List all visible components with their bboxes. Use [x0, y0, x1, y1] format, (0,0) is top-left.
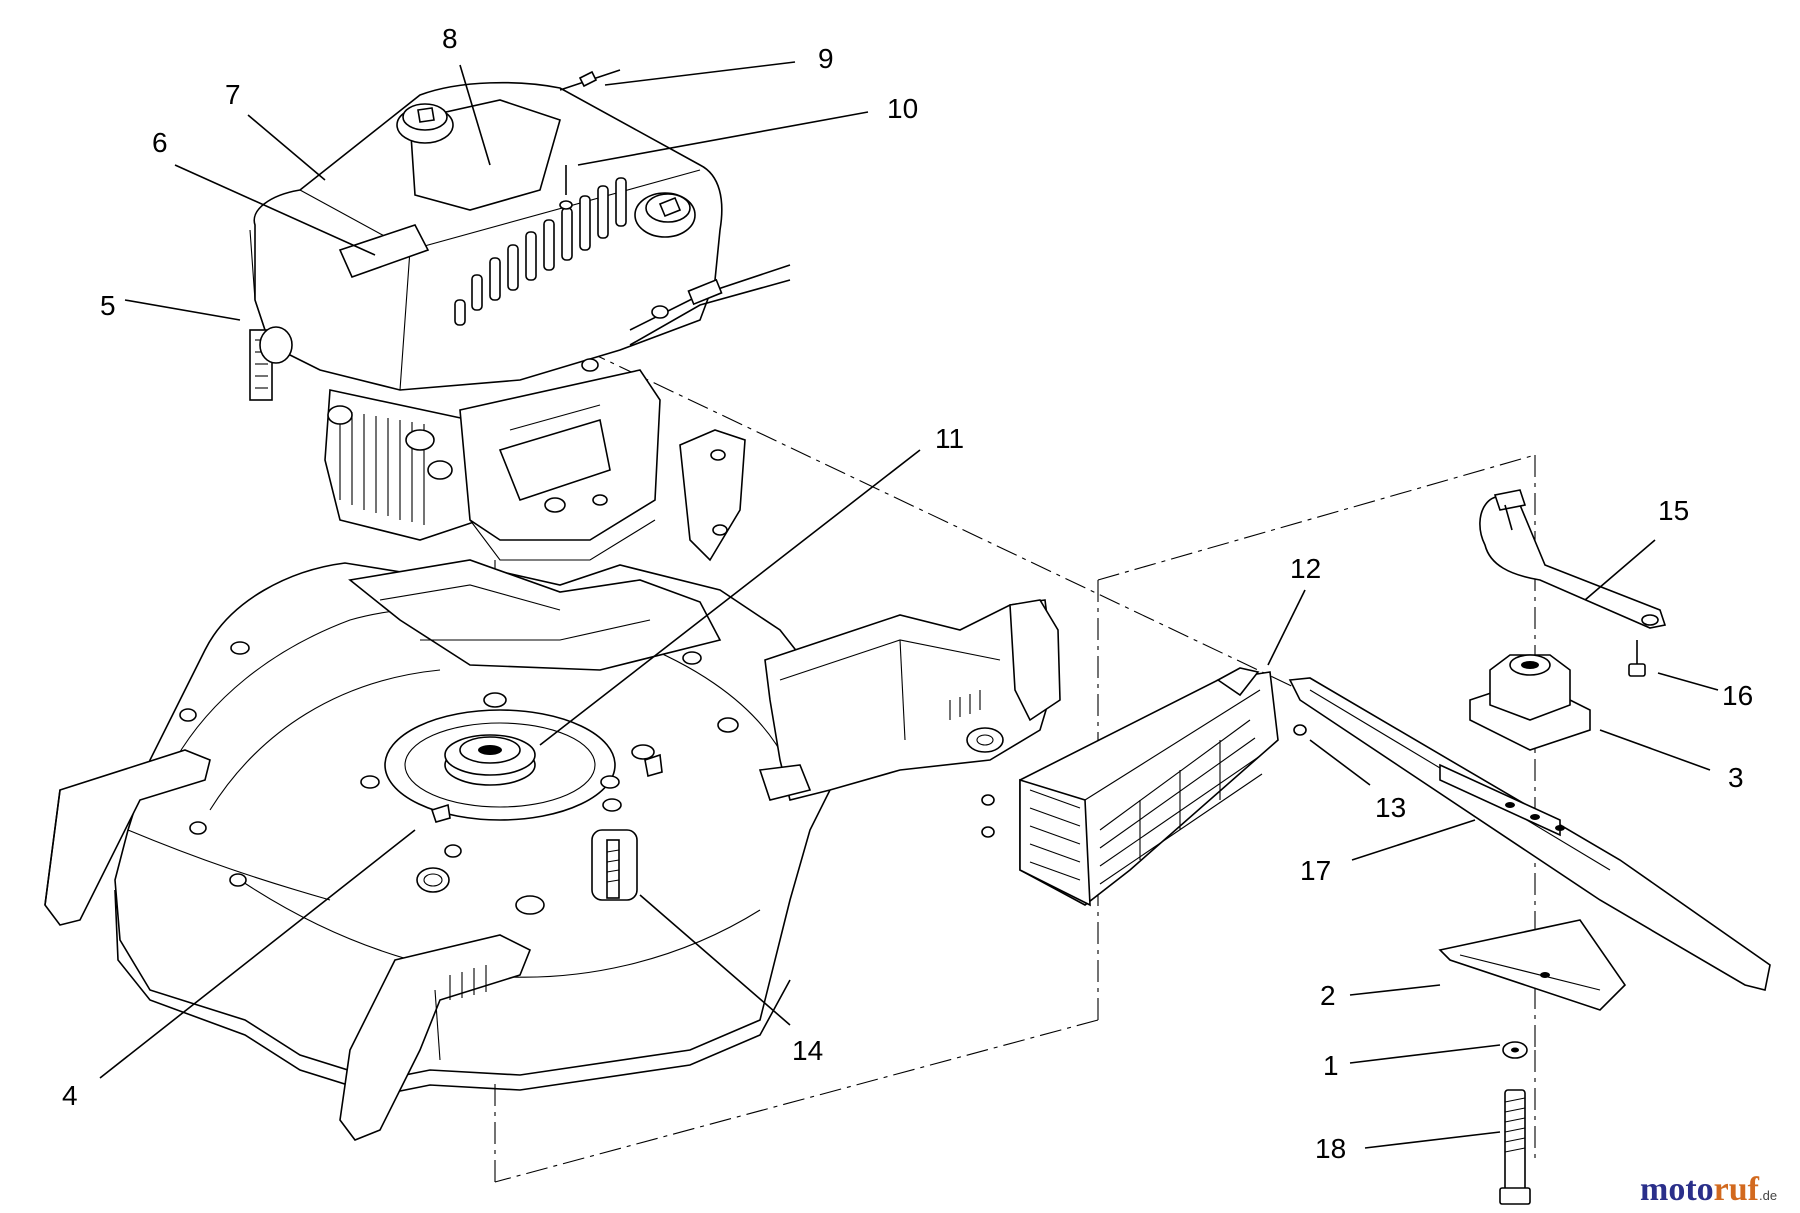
leader-3 — [1599, 729, 1711, 771]
leader-14 — [639, 894, 791, 1026]
leader-9 — [604, 61, 796, 86]
leader-4 — [99, 829, 416, 1079]
leader-2 — [1349, 984, 1441, 996]
callout-8: 8 — [442, 23, 458, 54]
mower-deck — [44, 559, 1061, 1141]
leader-10 — [577, 111, 869, 166]
leader-13 — [1309, 739, 1371, 786]
callout-10: 10 — [887, 93, 918, 124]
leader-5 — [124, 299, 241, 321]
callout-4: 4 — [62, 1080, 78, 1111]
leader-11 — [539, 449, 921, 746]
mulch-plug-grille — [1029, 719, 1263, 885]
callout-2: 2 — [1320, 980, 1336, 1011]
blade-assembly — [1288, 489, 1771, 1205]
watermark-logo: motoruf.de — [1640, 1171, 1777, 1208]
callout-17: 17 — [1300, 855, 1331, 886]
mulch-plug — [981, 667, 1307, 907]
callout-1: 1 — [1323, 1050, 1339, 1081]
callout-7: 7 — [225, 79, 241, 110]
callout-15: 15 — [1658, 495, 1689, 526]
deck-bolts — [179, 641, 739, 915]
callout-13: 13 — [1375, 792, 1406, 823]
leader-lines — [99, 61, 1719, 1149]
callout-3: 3 — [1728, 762, 1744, 793]
svg-text:motoruf.de: motoruf.de — [1640, 1171, 1777, 1208]
callout-18: 18 — [1315, 1133, 1346, 1164]
leader-1 — [1349, 1044, 1501, 1064]
engine — [249, 69, 791, 562]
watermark-part1: moto — [1640, 1171, 1714, 1208]
leader-17 — [1351, 819, 1476, 861]
leader-7 — [247, 114, 326, 181]
callout-5: 5 — [100, 290, 116, 321]
leader-18 — [1364, 1131, 1501, 1149]
leader-8 — [459, 64, 491, 166]
leader-6 — [174, 164, 376, 256]
leader-12 — [1267, 589, 1306, 666]
callout-11: 11 — [935, 423, 964, 454]
callout-16: 16 — [1722, 680, 1753, 711]
watermark-part2: ruf — [1714, 1171, 1760, 1208]
callout-9: 9 — [818, 43, 834, 74]
leader-16 — [1657, 672, 1719, 691]
callout-6: 6 — [152, 127, 168, 158]
shroud-vents — [454, 177, 627, 326]
callout-labels: 1 2 3 4 5 6 7 8 9 10 11 12 13 14 15 16 1… — [62, 23, 1753, 1164]
watermark-suffix: .de — [1759, 1188, 1777, 1203]
callout-14: 14 — [792, 1035, 823, 1066]
callout-12: 12 — [1290, 553, 1321, 584]
leader-15 — [1584, 539, 1656, 601]
